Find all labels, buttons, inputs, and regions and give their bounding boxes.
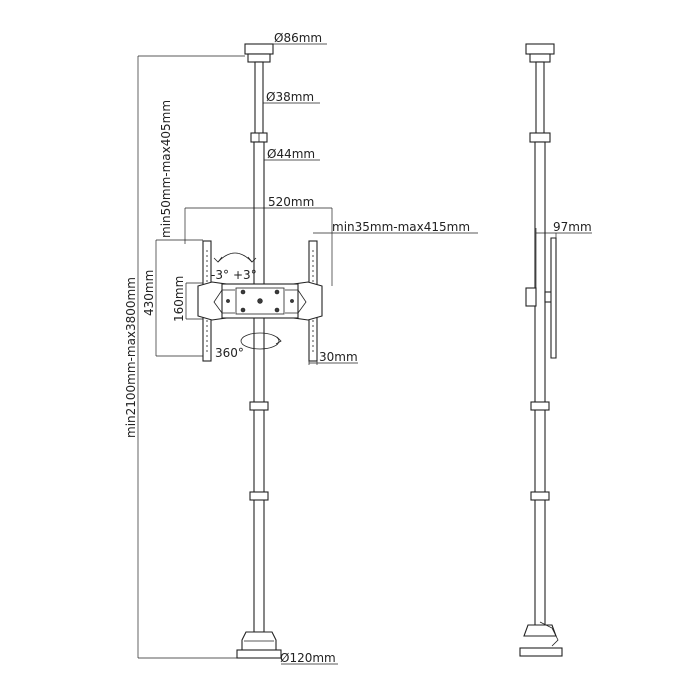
side-bracket-clamp: [525, 287, 537, 307]
lower-tube-diameter-label: Ø44mm: [267, 147, 315, 161]
floor-base-plate: [236, 649, 282, 659]
lower-tube: [253, 141, 265, 633]
ceiling-plate-collar: [247, 53, 271, 63]
side-floor-spring: [523, 624, 557, 637]
arm-width-label: 30mm: [319, 350, 358, 364]
side-junction-clamp: [529, 132, 551, 143]
side-floor-plate: [519, 647, 563, 657]
rotation-ellipse: [240, 332, 280, 350]
front-view: Ø86mm Ø38mm Ø44mm 520mm min35mm-max415mm…: [124, 31, 478, 665]
arm-spacing-label: min35mm-max415mm: [332, 220, 470, 234]
side-ceiling-plate: [525, 43, 555, 55]
bracket-width-label: 520mm: [268, 195, 314, 209]
base-diameter-label: Ø120mm: [280, 651, 336, 665]
profile-depth-label: 97mm: [553, 220, 592, 234]
mount-height-label: 160mm: [172, 276, 186, 322]
pole-clamp-2: [249, 491, 269, 501]
vertical-adjust-label: min50mm-max405mm: [159, 100, 173, 238]
bracket-height-label: 430mm: [142, 270, 156, 316]
side-ceiling-collar: [529, 53, 551, 63]
rotation-label: 360°: [215, 346, 244, 360]
tilt-arc: [217, 252, 253, 263]
ceiling-plate: [244, 43, 274, 55]
side-pole-clamp-2: [530, 491, 550, 501]
side-vesa-plate: [550, 237, 557, 359]
pole-length-label: min2100mm-max3800mm: [124, 277, 138, 438]
upper-tube: [254, 61, 264, 135]
tilt-minus-label: -3°: [211, 268, 229, 282]
upper-tube-diameter-label: Ø38mm: [266, 90, 314, 104]
top-plate-diameter-label: Ø86mm: [274, 31, 322, 45]
side-view: 97mm: [519, 43, 592, 657]
side-pole-clamp-1: [530, 401, 550, 411]
side-upper-tube: [535, 61, 545, 135]
tilt-plus-label: +3°: [233, 268, 257, 282]
pole-clamp-1: [249, 401, 269, 411]
side-lower-tube: [534, 141, 546, 633]
